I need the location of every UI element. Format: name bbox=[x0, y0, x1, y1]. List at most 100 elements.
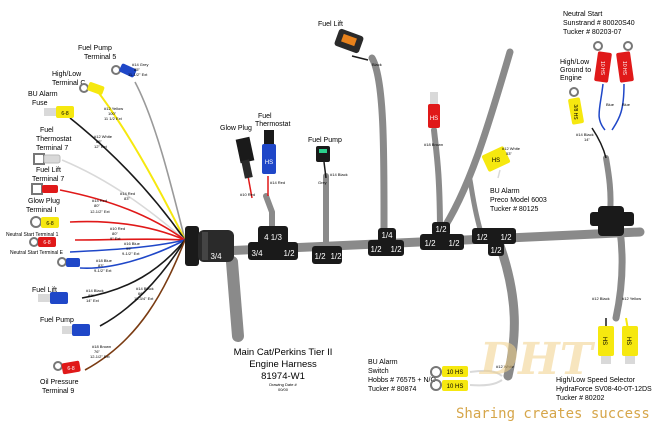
hilo-tc: High/Low Terminal C bbox=[52, 71, 105, 95]
glow-plug-ti-tag: 6-8 bbox=[46, 221, 53, 227]
neutral-start: Neutral Start Sunstrand # 80020S40 Tucke… bbox=[563, 11, 635, 107]
fuel-thermo-t7-line2: Thermostat bbox=[36, 136, 71, 143]
bu-switch-line2: Switch bbox=[368, 368, 389, 375]
selector-tag-b: HS bbox=[625, 337, 631, 345]
junction-right-arm bbox=[590, 212, 634, 226]
junction-pump: 1/2 1/2 bbox=[312, 246, 342, 264]
selector-line1: High/Low Speed Selector bbox=[556, 377, 636, 384]
neutral-start-t1-ring bbox=[29, 237, 39, 247]
fuel-pump-t5-sleeve bbox=[119, 63, 137, 78]
selector-pin-b bbox=[625, 356, 635, 364]
harness-title-line2: Engine Harness bbox=[249, 359, 317, 370]
spec-grey14: #14 Grey 85" 11-1/2" Ext bbox=[128, 62, 148, 77]
harness-part-number: 81974-W1 bbox=[261, 371, 305, 382]
spec-black14b-len: 66" bbox=[138, 291, 144, 296]
glow-plug-wire: #10 Red bbox=[240, 192, 255, 197]
junction-12c-label: 1/2 bbox=[330, 252, 342, 261]
glow-plug-tip bbox=[241, 159, 253, 179]
selector-line3: Tucker # 80202 bbox=[556, 395, 604, 402]
spec-red14b-len: 80" bbox=[94, 203, 100, 208]
junction-12i-label: 1/2 bbox=[476, 233, 488, 242]
branch-bu-alarm bbox=[436, 48, 514, 238]
bu-switch-tag-a: 10 HS bbox=[447, 370, 464, 376]
thermostat-hs-sleeve bbox=[262, 144, 276, 174]
left-components: Fuel Pump Terminal 5 High/Low Terminal C… bbox=[6, 45, 137, 395]
bu-alarm-fuse-line2: Fuse bbox=[32, 100, 48, 107]
bu-switch-line3: Hobbs # 76575 + N/O bbox=[368, 377, 436, 384]
spec-white12-gauge: #12 White bbox=[94, 134, 113, 139]
fuel-pump-left-label: Fuel Pump bbox=[40, 317, 74, 324]
spec-blue18: #18 Blue 83" 9-1/2" Ext bbox=[94, 258, 113, 273]
hilo-ground-ring bbox=[569, 87, 579, 97]
fuel-thermostat-line1: Fuel bbox=[258, 113, 272, 120]
spec-black14a-note: 14" Ext bbox=[86, 298, 100, 303]
top-thin-wires bbox=[247, 55, 629, 387]
wire-red-c bbox=[74, 238, 186, 241]
neutral-start-t1: Neutral Start Terminal 1 6-8 bbox=[6, 232, 59, 247]
spec-black14a: #14 Black 83" 14" Ext bbox=[86, 288, 104, 303]
wire-specs: #14 Grey 85" 11-1/2" Ext #12 Yellow 100"… bbox=[86, 62, 154, 359]
spec-blue16-gauge: #16 Blue bbox=[124, 241, 141, 246]
watermark: DHT bbox=[478, 334, 596, 385]
fuel-pump-top-wire: #14 Black bbox=[330, 172, 348, 177]
ns-wire-a: Blue bbox=[606, 102, 615, 107]
spec-red10-len: 80" bbox=[112, 231, 118, 236]
spec-black14a-gauge: #14 Black bbox=[86, 288, 104, 293]
spec-blue16-note: 9-1/2" Ext bbox=[122, 251, 140, 256]
harness-title-line1: Main Cat/Perkins Tier II bbox=[234, 347, 333, 358]
junction-bottom: 1/2 1/2 1/2 bbox=[472, 228, 516, 256]
fuel-pump-t5-line2: Terminal 5 bbox=[84, 54, 116, 61]
bu-switch-sleeve-b bbox=[442, 380, 468, 391]
spec-black14b-gauge: #14 Black bbox=[136, 286, 154, 291]
spec-black14b-note: 11-3/4" Ext bbox=[134, 296, 154, 301]
hilo-tc-sleeve bbox=[87, 82, 105, 95]
spec-red10-note: 9" Ext bbox=[110, 236, 121, 241]
fuel-lift-t7: Fuel Lift Terminal 7 bbox=[31, 167, 64, 195]
preco-hs-tag: HS bbox=[492, 158, 500, 164]
connector-ring bbox=[202, 232, 208, 260]
neutral-start-te-label: Neutral Start Terminal E bbox=[10, 250, 64, 256]
fuel-pump-plug-seal bbox=[319, 149, 327, 153]
connector-flange bbox=[185, 226, 199, 266]
spec-black14b: #14 Black 66" 11-3/4" Ext bbox=[134, 286, 154, 301]
wire-red-b bbox=[69, 220, 186, 241]
wire-grey bbox=[134, 81, 186, 241]
selector-sleeve-a bbox=[598, 326, 614, 356]
junction-alarm: 1/2 1/2 1/2 bbox=[420, 222, 464, 250]
ns-sleeve-b bbox=[616, 51, 634, 83]
junction-413-body bbox=[258, 226, 288, 246]
fuel-thermo-t7-line3: Terminal 7 bbox=[36, 145, 68, 152]
bu-switch-sleeve-a bbox=[442, 366, 468, 377]
branch-selector bbox=[612, 226, 626, 322]
spec-red10-gauge: #10 Red bbox=[110, 226, 125, 231]
hilo-selector: #12 Black #12 Yellow HS HS High/Low Spee… bbox=[556, 296, 652, 402]
bu-alarm-fuse-line1: BU Alarm bbox=[28, 91, 58, 98]
fuel-pump-plug bbox=[316, 146, 330, 162]
bu-alarm-preco: HS #12 White 53" BU Alarm Preco Model 60… bbox=[481, 146, 547, 213]
fuel-lift-t7-line1: Fuel Lift bbox=[36, 167, 61, 174]
spec-white12-note: 12" Ext bbox=[94, 144, 108, 149]
watermark-logo: DHT bbox=[478, 334, 596, 385]
bu-switch-tag-b: 10 HS bbox=[447, 384, 464, 390]
junction-12g-label: 1/2 bbox=[424, 239, 436, 248]
preco-hs-sleeve bbox=[481, 146, 511, 172]
hilo-ground-wire: #14 Black bbox=[576, 132, 594, 137]
spec-yellow12: #12 Yellow 100" 11 1/2 Ext bbox=[104, 106, 123, 121]
spec-grey14-len: 85" bbox=[134, 67, 140, 72]
junction-413: 4 1/3 3/4 1/2 bbox=[248, 226, 298, 260]
wire-glow-red bbox=[247, 175, 253, 199]
bu-alarm-switch: BU Alarm Switch Hobbs # 76575 + N/O Tuck… bbox=[368, 359, 515, 393]
glow-plug: Glow Plug #10 Red bbox=[220, 125, 255, 197]
selector-sleeve-b bbox=[622, 326, 638, 356]
fuel-pump-left-sleeve bbox=[72, 324, 90, 336]
wire-ground-black bbox=[591, 127, 607, 159]
wire-ns-blue-b bbox=[611, 83, 625, 131]
glow-plug-ti-line2: Terminal I bbox=[26, 207, 56, 214]
junction-bottom-down bbox=[488, 242, 504, 256]
selector-line2: HydraForce SV08-40-0T-12DS bbox=[556, 386, 652, 393]
junction-alarm-body bbox=[420, 234, 464, 250]
fuel-lift-left: Fuel Lift bbox=[32, 287, 68, 304]
fuel-thermo-t7-spade bbox=[33, 153, 45, 165]
red-hs-wire: #18 Brown bbox=[424, 142, 443, 147]
